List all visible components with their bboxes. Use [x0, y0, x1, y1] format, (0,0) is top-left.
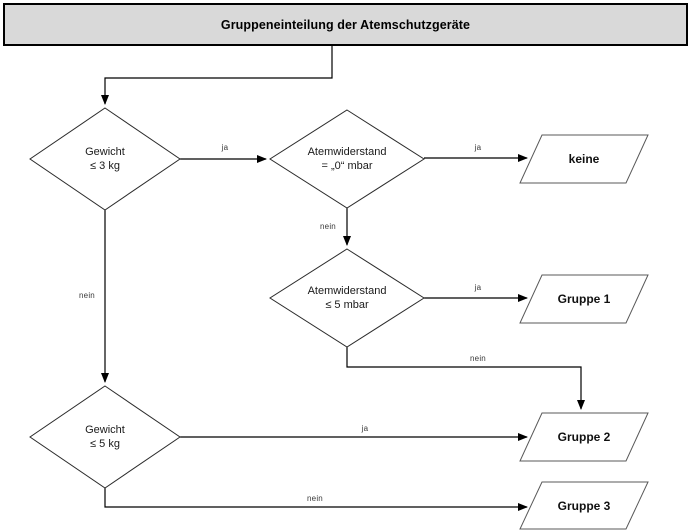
- decision-weight-3kg-shape: [29, 107, 181, 211]
- output-gruppe3-shape: [519, 481, 649, 530]
- decision-weight-5kg-shape: [29, 385, 181, 489]
- edge-weight5-to-gruppe3: [104, 488, 528, 511]
- title-box: Gruppeneinteilung der Atemschutzgeräte: [3, 3, 688, 46]
- output-keine-shape: [519, 134, 649, 184]
- decision-resistance-5mbar-shape: [269, 248, 425, 348]
- output-gruppe1-shape: [519, 274, 649, 324]
- decision-resistance-0mbar-shape: [269, 109, 425, 209]
- output-gruppe2-shape: [519, 412, 649, 462]
- edge-title-to-weight3: [101, 45, 333, 105]
- edge-resist5-to-gruppe2: [346, 347, 585, 410]
- page-title: Gruppeneinteilung der Atemschutzgeräte: [220, 17, 471, 32]
